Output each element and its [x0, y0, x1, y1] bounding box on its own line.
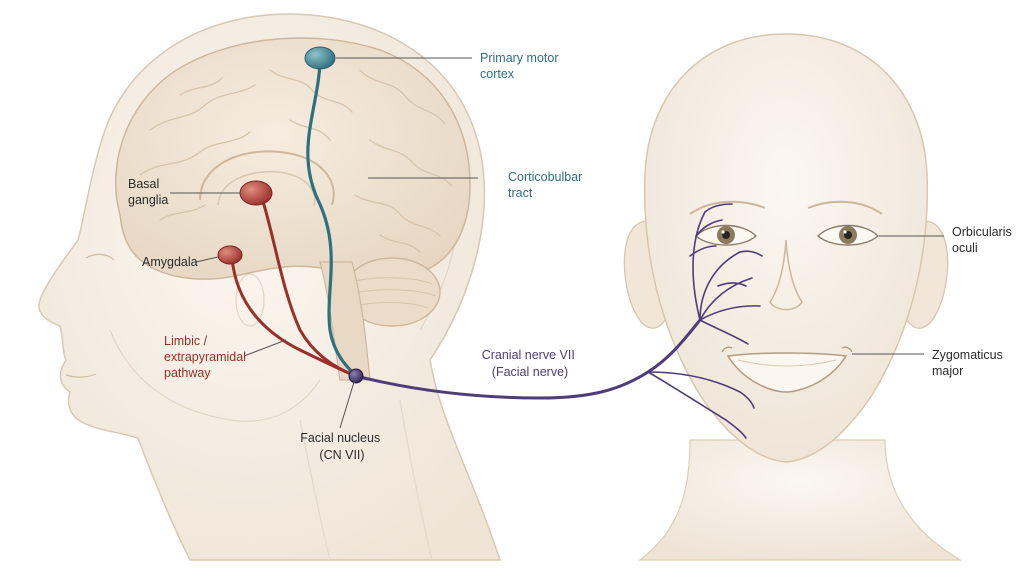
- label-facial-nucleus-line2: (CN VII): [319, 448, 364, 462]
- label-basal-ganglia: Basal ganglia: [128, 177, 168, 207]
- smile-corner-left: [721, 346, 733, 353]
- label-cranial-nerve-line2: (Facial nerve): [492, 365, 568, 379]
- smile: [726, 352, 848, 393]
- facial-nerve-branches: [647, 203, 763, 439]
- label-amygdala: Amygdala: [142, 255, 198, 269]
- label-amygdala-line1: Amygdala: [142, 255, 198, 269]
- brain: [115, 37, 471, 381]
- right-eyebrow: [807, 200, 883, 215]
- profile-mouth: [65, 373, 97, 378]
- label-basal-ganglia-line2: ganglia: [128, 193, 168, 207]
- label-primary-motor-line1: Primary motor: [480, 51, 558, 65]
- corticobulbar-tract-line: [306, 60, 358, 378]
- facial-nerve-line: [354, 318, 702, 400]
- jaw-outline: [109, 329, 321, 422]
- label-primary-motor-line2: cortex: [480, 67, 515, 81]
- label-limbic-line2: extrapyramidal: [164, 350, 246, 364]
- label-facial-nucleus: Facial nucleus (CN VII): [300, 431, 383, 462]
- label-cranial-nerve-line1: Cranial nerve VII: [482, 348, 575, 362]
- label-corticobulbar-line1: Corticobulbar: [508, 170, 582, 184]
- facial-nucleus-node: [348, 368, 364, 384]
- frontal-face: [623, 33, 963, 561]
- label-limbic-line3: pathway: [164, 366, 211, 380]
- neck-outline: [299, 399, 433, 561]
- ear: [235, 273, 265, 327]
- smile-corner-right: [841, 346, 853, 353]
- primary-motor-cortex-node: [304, 46, 336, 70]
- label-orbicularis-line2: oculi: [952, 241, 978, 255]
- label-facial-nucleus-line1: Facial nucleus: [300, 431, 380, 445]
- cerebrum: [115, 37, 471, 280]
- limbic-ring: [199, 150, 335, 206]
- label-corticobulbar-line2: tract: [508, 186, 533, 200]
- label-corticobulbar-tract: Corticobulbar tract: [508, 170, 586, 200]
- amygdala-pathway-line: [230, 256, 358, 378]
- label-orbicularis-line1: Orbicularis: [952, 225, 1012, 239]
- label-limbic-pathway: Limbic / extrapyramidal pathway: [164, 334, 249, 380]
- teeth-line: [737, 359, 837, 367]
- limbic-ring-inner: [217, 171, 316, 207]
- label-zygomaticus-line1: Zygomaticus: [932, 348, 1003, 362]
- right-eye: [816, 224, 880, 246]
- leader-lines: [170, 57, 944, 429]
- nose: [769, 239, 803, 311]
- label-basal-ganglia-line1: Basal: [128, 177, 159, 191]
- basal-ganglia-node: [239, 180, 273, 206]
- label-cranial-nerve: Cranial nerve VII (Facial nerve): [482, 348, 579, 379]
- leader-limbic: [243, 339, 287, 357]
- label-zygomaticus-line2: major: [932, 364, 963, 378]
- label-orbicularis-oculi: Orbicularis oculi: [952, 225, 1015, 255]
- leader-facial-nucleus: [339, 381, 355, 429]
- label-limbic-line1: Limbic /: [164, 334, 208, 348]
- face-neck: [638, 439, 963, 561]
- leader-amygdala: [195, 256, 219, 263]
- profile-eye: [85, 253, 115, 261]
- left-eye: [694, 224, 758, 246]
- label-primary-motor-cortex: Primary motor cortex: [480, 51, 562, 81]
- left-eyebrow: [689, 200, 766, 215]
- label-zygomaticus-major: Zygomaticus major: [932, 348, 1006, 378]
- amygdala-node: [217, 245, 243, 265]
